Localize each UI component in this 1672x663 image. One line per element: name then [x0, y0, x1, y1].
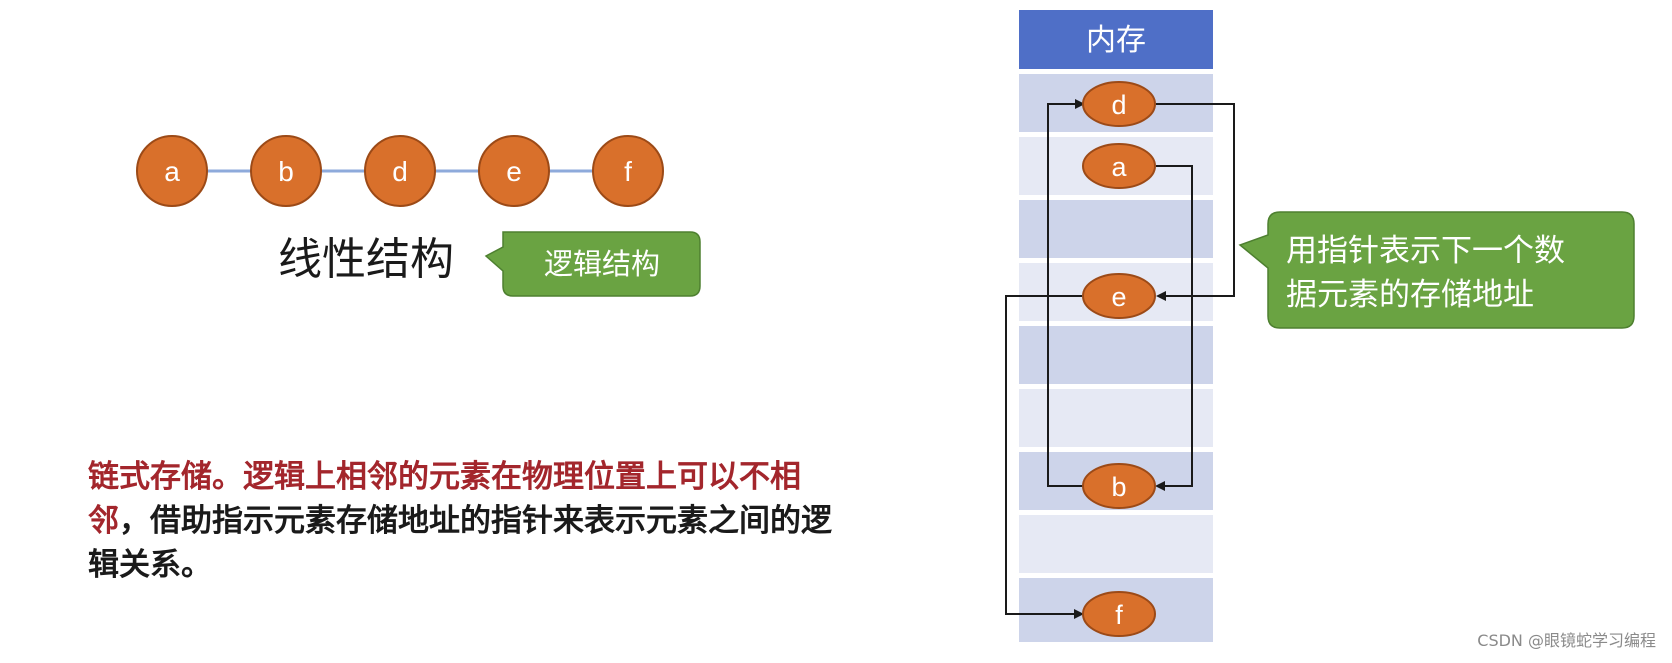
logical-structure-callout: 逻辑结构: [484, 231, 701, 297]
memory-node-label: a: [1111, 152, 1127, 182]
memory-node-label: b: [1111, 472, 1126, 502]
memory-node-label: d: [1111, 90, 1126, 120]
description-term: 链式存储。: [88, 459, 243, 495]
chain-node-label: a: [164, 156, 180, 187]
callout-label: 逻辑结构: [544, 247, 660, 281]
chain-node-a: a: [136, 135, 208, 207]
memory-node-d: d: [1082, 81, 1156, 127]
chain-node-b: b: [250, 135, 322, 207]
pointer-a-to-b: [1155, 165, 1193, 491]
memory-node-a: a: [1082, 143, 1156, 189]
chain-node-label: f: [624, 156, 632, 187]
memory-row: [1019, 389, 1213, 447]
memory-row: [1019, 515, 1213, 573]
linear-structure-caption: 线性结构: [278, 234, 454, 285]
description-rest: ，借助指示元素存储地址的指针来表示元素之间的逻辑关系。: [88, 503, 832, 583]
memory-node-label: f: [1115, 600, 1123, 630]
memory-nodes: d a e b f: [1082, 81, 1156, 637]
callout-line-2: 据元素的存储地址: [1286, 277, 1534, 313]
watermark: CSDN @眼镜蛇学习编程: [1477, 631, 1656, 650]
memory-row: [1019, 326, 1213, 384]
memory-node-e: e: [1082, 273, 1156, 319]
chain-node-label: e: [506, 156, 522, 187]
chain-node-label: b: [278, 156, 294, 187]
chain-node-d: d: [364, 135, 436, 207]
chain-node-e: e: [478, 135, 550, 207]
chained-storage-description: 链式存储。逻辑上相邻的元素在物理位置上可以不相邻，借助指示元素存储地址的指针来表…: [88, 455, 848, 587]
memory-row: [1019, 200, 1213, 258]
description-highlight: 逻辑上相邻的元素在物理位置上可以不相邻: [88, 459, 801, 539]
chain-node-label: d: [392, 156, 408, 187]
pointer-callout: 用指针表示下一个数 据元素的存储地址: [1238, 211, 1635, 329]
pointer-links: [1005, 99, 1235, 619]
pointer-e-to-f: [1005, 295, 1084, 619]
callout-line-1: 用指针表示下一个数: [1286, 233, 1565, 269]
memory-node-label: e: [1111, 282, 1126, 312]
pointer-d-to-e: [1156, 103, 1235, 301]
memory-header-label: 内存: [1086, 23, 1146, 58]
memory-node-b: b: [1082, 463, 1156, 509]
memory-node-f: f: [1082, 591, 1156, 637]
logical-chain: a b d e f: [136, 135, 664, 207]
memory-header: [1019, 10, 1213, 69]
chain-node-f: f: [592, 135, 664, 207]
